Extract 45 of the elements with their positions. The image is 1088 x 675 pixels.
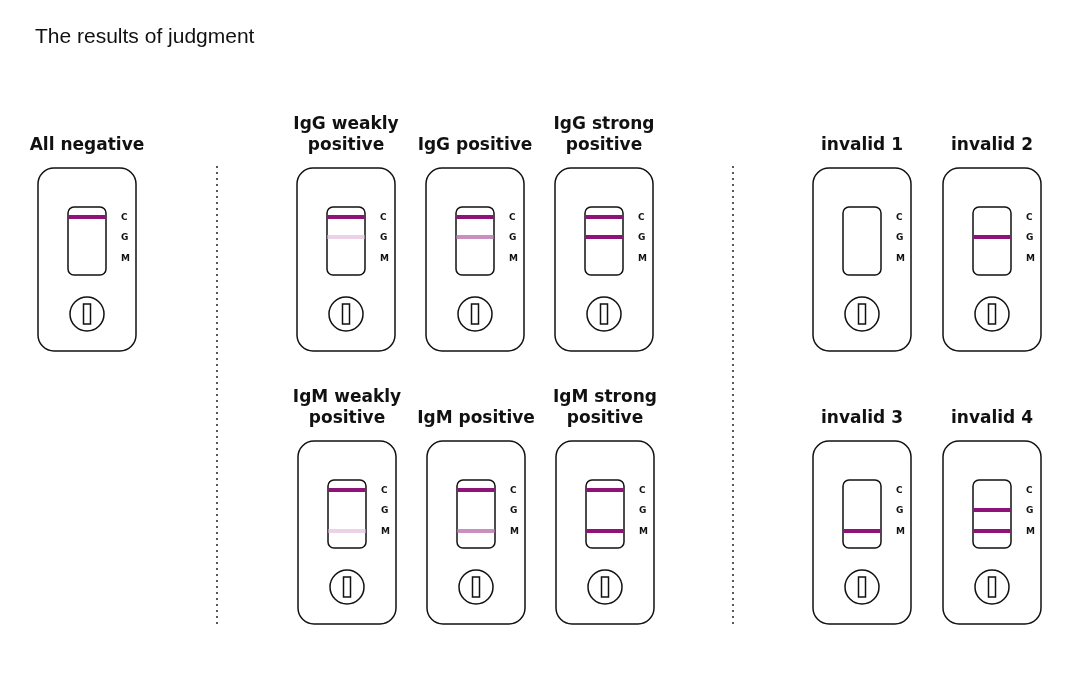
line-marker-label: C xyxy=(896,485,903,495)
line-marker-label: C xyxy=(509,212,516,222)
line-marker-label: M xyxy=(639,526,648,536)
line-marker-label: M xyxy=(121,253,130,263)
line-marker-label: C xyxy=(380,212,387,222)
line-marker-label: M xyxy=(638,253,647,263)
line-marker-label: C xyxy=(639,485,646,495)
result-heading: invalid 3 xyxy=(819,407,905,428)
result-heading: All negative xyxy=(28,134,146,155)
line-marker-label: C xyxy=(381,485,388,495)
result-heading: IgM weakly positive xyxy=(291,386,403,428)
line-marker-label: M xyxy=(896,253,905,263)
line-marker-label: G xyxy=(381,505,389,515)
line-marker-label: C xyxy=(510,485,517,495)
line-marker-label: G xyxy=(380,232,388,242)
line-marker-label: M xyxy=(380,253,389,263)
line-marker-label: G xyxy=(896,505,904,515)
result-heading: IgG weakly positive xyxy=(292,113,400,155)
line-marker-label: M xyxy=(1026,253,1035,263)
line-marker-label: M xyxy=(1026,526,1035,536)
line-marker-label: G xyxy=(121,232,129,242)
result-heading: IgM positive xyxy=(416,407,536,428)
line-marker-label: M xyxy=(509,253,518,263)
result-heading: IgG positive xyxy=(416,134,534,155)
line-marker-label: M xyxy=(510,526,519,536)
line-marker-label: G xyxy=(509,232,517,242)
line-marker-label: M xyxy=(381,526,390,536)
line-marker-label: G xyxy=(1026,232,1034,242)
line-marker-label: G xyxy=(638,232,646,242)
line-marker-label: G xyxy=(1026,505,1034,515)
line-marker-label: C xyxy=(1026,485,1033,495)
line-marker-label: C xyxy=(638,212,645,222)
diagram-title: The results of judgment xyxy=(35,24,255,48)
line-marker-label: C xyxy=(896,212,903,222)
result-heading: invalid 2 xyxy=(949,134,1035,155)
result-heading: IgM strong positive xyxy=(552,386,658,428)
line-marker-label: G xyxy=(510,505,518,515)
result-heading: invalid 4 xyxy=(949,407,1035,428)
line-marker-label: G xyxy=(639,505,647,515)
line-marker-label: C xyxy=(121,212,128,222)
line-marker-label: M xyxy=(896,526,905,536)
result-heading: IgG strong positive xyxy=(552,113,656,155)
line-marker-label: G xyxy=(896,232,904,242)
result-heading: invalid 1 xyxy=(819,134,905,155)
line-marker-label: C xyxy=(1026,212,1033,222)
